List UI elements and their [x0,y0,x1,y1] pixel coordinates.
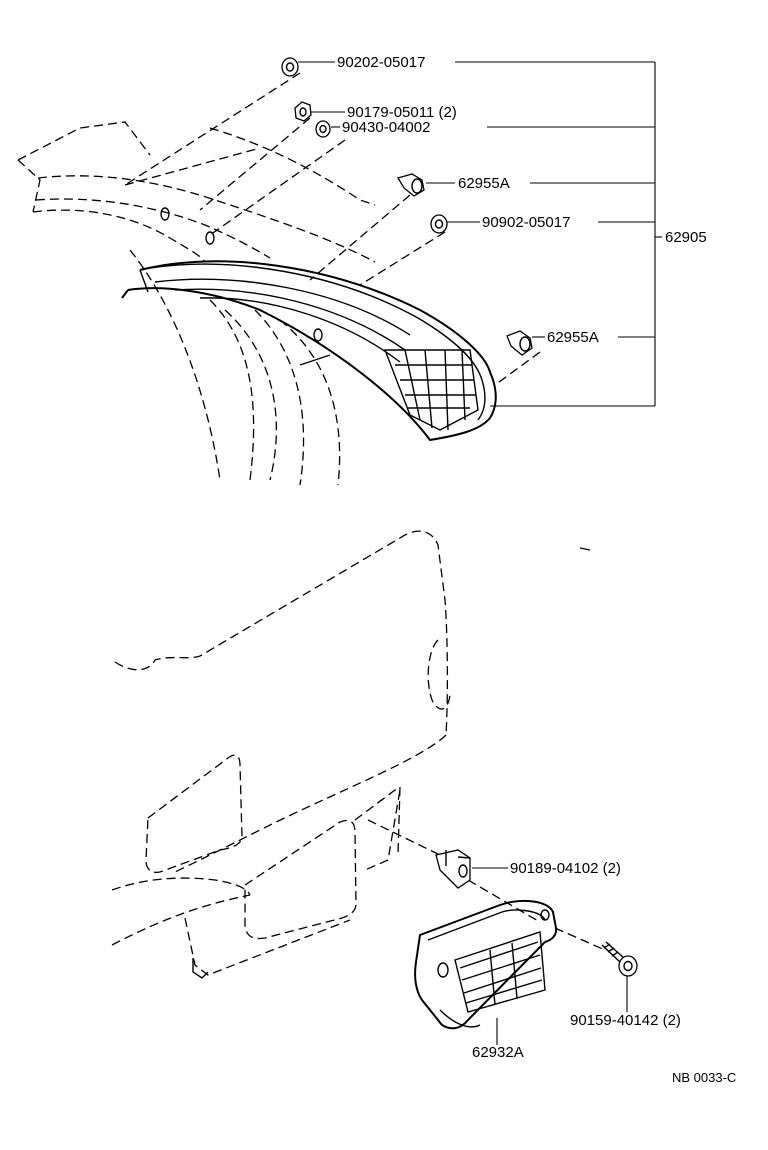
garnish-assembly-62905 [121,260,497,442]
upper-assembly-lines [124,72,541,386]
label-nut-90902: 90902-05017 [482,214,570,231]
clip-62955a-lower-icon [506,330,533,356]
lower-assembly-lines [367,819,606,951]
label-clip-nut-90189: 90189-04102 (2) [510,860,621,877]
lower-leaders [472,867,628,1045]
label-washer-90430: 90430-04002 [342,119,430,136]
nut-90902-icon [430,214,448,234]
label-nut-90179: 90179-05011 (2) [347,104,457,121]
label-clip-62955a-upper: 62955A [458,175,510,192]
lower-body-outline [111,530,591,979]
clip-nut-90189-icon [435,849,471,889]
label-assembly-62905: 62905 [665,229,707,246]
vent-louver-62932a [414,899,558,1030]
upper-body-outline [17,121,376,486]
clip-62955a-upper-icon [397,173,425,197]
washer-90430-icon [315,120,331,138]
garnish-grille [383,349,479,431]
nut-90202-icon [281,57,299,77]
screw-90159-icon [601,941,638,977]
label-screw-90159: 90159-40142 (2) [570,1012,681,1029]
label-clip-62955a-lower: 62955A [547,329,599,346]
label-louver-62932a: 62932A [472,1044,524,1061]
upper-leaders [298,61,662,407]
label-nut-90202: 90202-05017 [337,54,425,71]
nut-90179-icon [294,101,312,122]
reference-code: NB 0033-C [672,1070,736,1085]
